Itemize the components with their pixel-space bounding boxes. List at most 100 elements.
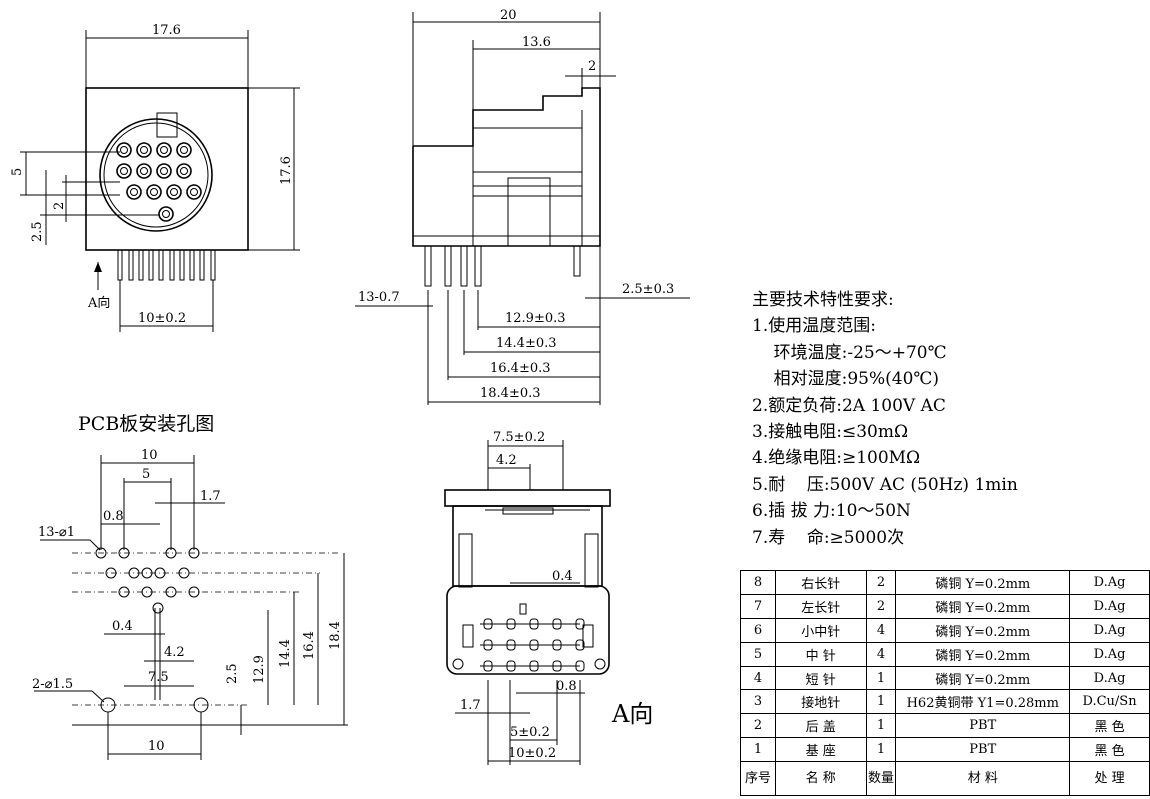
bom-header-no: 序号 xyxy=(740,761,776,797)
side-dim-2: 2 xyxy=(588,59,596,74)
pin-leg xyxy=(460,245,468,287)
requirement-item: 相对湿度:95%(40℃) xyxy=(752,369,940,390)
bom-cell-no: 7 xyxy=(740,593,776,619)
side-dim-16-4: 16.4±0.3 xyxy=(490,361,551,376)
requirement-item: 7.寿 命:≥5000次 xyxy=(752,527,905,548)
side-view: 20 13.6 2 13-0.7 2.5±0.3 12.9±0.3 14.4±0… xyxy=(355,8,690,405)
bom-cell-finish: 黑 色 xyxy=(1069,737,1150,763)
pin-hole-inner xyxy=(150,188,158,196)
pin-hole xyxy=(146,184,162,200)
bom-cell-qty: 1 xyxy=(865,665,897,691)
bom-cell-finish: 黑 色 xyxy=(1069,713,1150,739)
bom-header-material: 材 料 xyxy=(895,761,1071,797)
front-view: 17.6 17.6 5 2.5 2 10±0.2 A向 xyxy=(10,23,300,332)
pcb-dim-2-5: 2.5 xyxy=(225,663,240,684)
front-dim-5: 5 xyxy=(10,168,25,176)
pin-hole-inner xyxy=(190,188,198,196)
pin-leg xyxy=(444,245,452,287)
pin-leg xyxy=(199,249,205,281)
pcb-dim-5: 5 xyxy=(142,467,150,482)
bom-cell-material: 磷铜 Y=0.2mm xyxy=(895,641,1071,667)
pcb-dim-14-4: 14.4 xyxy=(278,639,293,668)
side-dim-13-6: 13.6 xyxy=(522,35,551,50)
bom-cell-qty: 4 xyxy=(865,617,897,643)
bom-cell-material: PBT xyxy=(895,713,1071,739)
pin-hole xyxy=(136,163,152,179)
technical-requirements: 主要技术特性要求: 1.使用温度范围: 环境温度:-25～+70℃ 相对湿度:9… xyxy=(752,287,1018,551)
bottom-view-label: A向 xyxy=(611,700,653,728)
bom-cell-material: H62黄铜带 Y1=0.28mm xyxy=(895,689,1071,715)
bottom-dim-1-7: 1.7 xyxy=(460,698,481,713)
bom-header-finish: 处 理 xyxy=(1069,761,1150,797)
pcb-dim-0-4: 0.4 xyxy=(112,619,133,634)
bom-cell-no: 5 xyxy=(740,641,776,667)
requirement-item: 环境温度:-25～+70℃ xyxy=(752,342,947,363)
bom-cell-no: 1 xyxy=(740,737,776,763)
pcb-hole xyxy=(152,602,164,614)
requirements-title: 主要技术特性要求: xyxy=(752,290,894,310)
pin-leg xyxy=(169,249,175,281)
pin-hole xyxy=(186,184,202,200)
bom-cell-qty: 1 xyxy=(865,737,897,763)
pin-leg xyxy=(148,249,154,281)
pin-leg xyxy=(573,245,581,277)
bom-cell-material: 磷铜 Y=0.2mm xyxy=(895,665,1071,691)
bom-cell-qty: 2 xyxy=(865,593,897,619)
pcb-dim-10-bottom: 10 xyxy=(148,739,165,754)
bom-cell-finish: D.Ag xyxy=(1069,593,1150,619)
pin-hole xyxy=(136,142,152,158)
pin-leg xyxy=(117,249,123,281)
bom-cell-material: PBT xyxy=(895,737,1071,763)
pin-leg xyxy=(474,245,482,287)
bom-cell-name: 接地针 xyxy=(774,689,867,715)
bom-cell-name: 基 座 xyxy=(774,737,867,763)
pin-leg xyxy=(189,249,195,281)
bom-cell-name: 中 针 xyxy=(774,641,867,667)
side-dim-pins: 13-0.7 xyxy=(358,290,400,305)
pcb-hole-large: 2-⌀1.5 xyxy=(32,677,73,692)
bottom-dim-10: 10±0.2 xyxy=(508,746,556,761)
pin-hole xyxy=(166,184,182,200)
bom-cell-name: 左长针 xyxy=(774,593,867,619)
front-dim-2: 2 xyxy=(52,202,67,210)
bottom-view: 7.5±0.2 4.2 0.4 0.8 1.7 5±0.2 10±0.2 A向 xyxy=(444,430,653,765)
bom-cell-finish: D.Cu/Sn xyxy=(1069,689,1150,715)
pcb-hole-small: 13-⌀1 xyxy=(38,525,75,540)
pin-leg xyxy=(128,249,134,281)
contact-pin xyxy=(519,603,527,615)
front-dim-2-5: 2.5 xyxy=(30,221,45,242)
pin-hole-inner xyxy=(120,146,128,154)
bom-cell-name: 后 盖 xyxy=(774,713,867,739)
bom-cell-name: 右长针 xyxy=(774,570,867,595)
requirement-item: 2.额定负荷:2A 100V AC xyxy=(752,395,946,416)
pin-hole-inner xyxy=(170,188,178,196)
bom-cell-qty: 1 xyxy=(865,713,897,739)
pin-hole xyxy=(116,163,132,179)
pin-hole xyxy=(126,184,142,200)
front-dim-width: 17.6 xyxy=(152,23,181,38)
pin-hole xyxy=(156,142,172,158)
bom-cell-material: 磷铜 Y=0.2mm xyxy=(895,570,1071,595)
pcb-dim-10-top: 10 xyxy=(141,448,158,463)
pin-hole-inner xyxy=(130,188,138,196)
side-dim-2-5: 2.5±0.3 xyxy=(622,282,674,297)
bom-cell-qty: 1 xyxy=(865,689,897,715)
requirement-item: 3.接触电阻:≤30mΩ xyxy=(752,422,909,443)
bom-cell-finish: D.Ag xyxy=(1069,665,1150,691)
bom-cell-name: 短 针 xyxy=(774,665,867,691)
pin-leg xyxy=(210,249,216,281)
pin-hole-inner xyxy=(180,167,188,175)
bom-cell-finish: D.Ag xyxy=(1069,617,1150,643)
bottom-dim-4-2: 4.2 xyxy=(496,453,517,468)
bottom-dim-0-8: 0.8 xyxy=(556,679,577,694)
bom-cell-no: 3 xyxy=(740,689,776,715)
